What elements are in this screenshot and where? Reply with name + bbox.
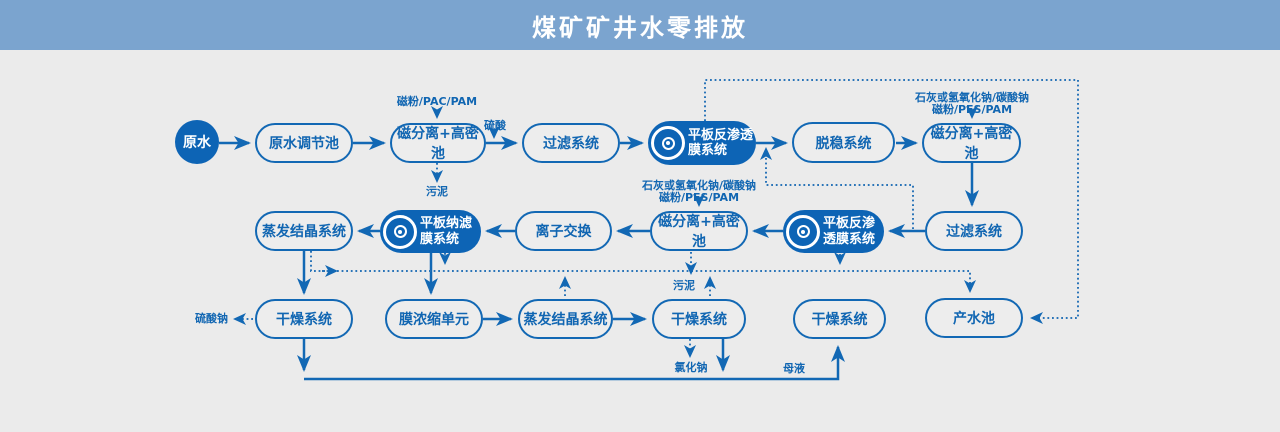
node-flat-ro-membrane-1: 平板反渗透膜系统 (648, 121, 756, 165)
node-ion-exchange: 离子交换 (515, 211, 612, 251)
node-label: 离子交换 (535, 224, 592, 240)
node-magnetic-separation-2: 磁分离+高密池 (922, 123, 1021, 163)
membrane-icon (651, 126, 685, 160)
label-line: 石灰或氢氧化钠/碳酸钠 (914, 91, 1030, 104)
node-label: 平板反渗透膜系统 (823, 216, 876, 247)
node-evaporation-crystallization-2: 蒸发结晶系统 (518, 299, 613, 339)
node-flat-ro-membrane-2: 平板反渗透膜系统 (783, 210, 884, 253)
node-drying-system-2: 干燥系统 (652, 299, 746, 339)
flow-connectors (219, 79, 1079, 381)
node-label: 平板纳滤膜系统 (420, 216, 473, 247)
node-label: 过滤系统 (543, 136, 599, 152)
node-label: 干燥系统 (276, 312, 332, 328)
node-label: 平板反渗透膜系统 (688, 127, 754, 158)
node-label: 原水 (183, 135, 211, 151)
label-mother-liquor: 母液 (783, 362, 805, 375)
node-magnetic-separation-1: 磁分离+高密池 (390, 123, 486, 163)
label-dosing-magpowder-pac-pam: 磁粉/PAC/PAM (396, 95, 478, 108)
label-line: 石灰或氢氧化钠/碳酸钠 (641, 179, 757, 192)
label-sulfuric-acid: 硫酸 (484, 119, 506, 132)
node-label: 干燥系统 (671, 312, 727, 328)
node-label: 原水调节池 (269, 136, 339, 152)
node-label: 蒸发结晶系统 (262, 224, 346, 240)
node-label: 磁分离+高密池 (397, 126, 479, 162)
node-label: 蒸发结晶系统 (523, 312, 608, 328)
title-banner: 煤矿矿井水零排放 (0, 0, 1280, 50)
page-title: 煤矿矿井水零排放 (532, 13, 748, 42)
label-dosing-lime-naoh-2: 石灰或氢氧化钠/碳酸钠 磁粉/PFS/PAM (629, 180, 769, 204)
node-label: 干燥系统 (811, 312, 868, 328)
label-line: 磁粉/PFS/PAM (658, 191, 740, 204)
membrane-icon (383, 214, 417, 249)
node-membrane-concentration-unit: 膜浓缩单元 (385, 299, 483, 339)
node-raw-water: 原水 (175, 120, 219, 164)
node-label: 过滤系统 (946, 224, 1002, 240)
node-drying-system-3: 干燥系统 (793, 299, 886, 339)
label-dosing-lime-naoh-1: 石灰或氢氧化钠/碳酸钠 磁粉/PFS/PAM (902, 92, 1042, 116)
node-flat-nf-membrane: 平板纳滤膜系统 (380, 210, 481, 253)
node-label: 磁分离+高密池 (658, 214, 740, 250)
node-magnetic-separation-3: 磁分离+高密池 (650, 211, 748, 251)
node-label: 脱稳系统 (815, 135, 872, 152)
flow-diagram: 原水 原水调节池 磁分离+高密池 过滤系统 平板反渗透膜系统 脱稳系统 磁分离+… (0, 50, 1280, 432)
label-sodium-sulfate: 硫酸钠 (195, 312, 228, 325)
node-product-water-pool: 产水池 (925, 298, 1023, 338)
node-filter-system-1: 过滤系统 (522, 123, 620, 163)
node-label: 磁分离+高密池 (930, 126, 1013, 162)
label-sodium-chloride: 氯化钠 (674, 361, 708, 374)
node-drying-system-1: 干燥系统 (255, 299, 353, 339)
node-label: 产水池 (953, 311, 995, 327)
label-sludge-1: 污泥 (426, 185, 448, 198)
membrane-icon (786, 214, 820, 249)
node-destabilization-system: 脱稳系统 (792, 122, 895, 163)
node-label: 膜浓缩单元 (399, 312, 469, 328)
node-filter-system-2: 过滤系统 (925, 211, 1023, 251)
node-evaporation-crystallization-1: 蒸发结晶系统 (255, 211, 353, 251)
node-raw-water-adjust-pool: 原水调节池 (255, 123, 353, 163)
label-line: 磁粉/PFS/PAM (931, 103, 1013, 116)
label-sludge-2: 污泥 (673, 279, 695, 292)
